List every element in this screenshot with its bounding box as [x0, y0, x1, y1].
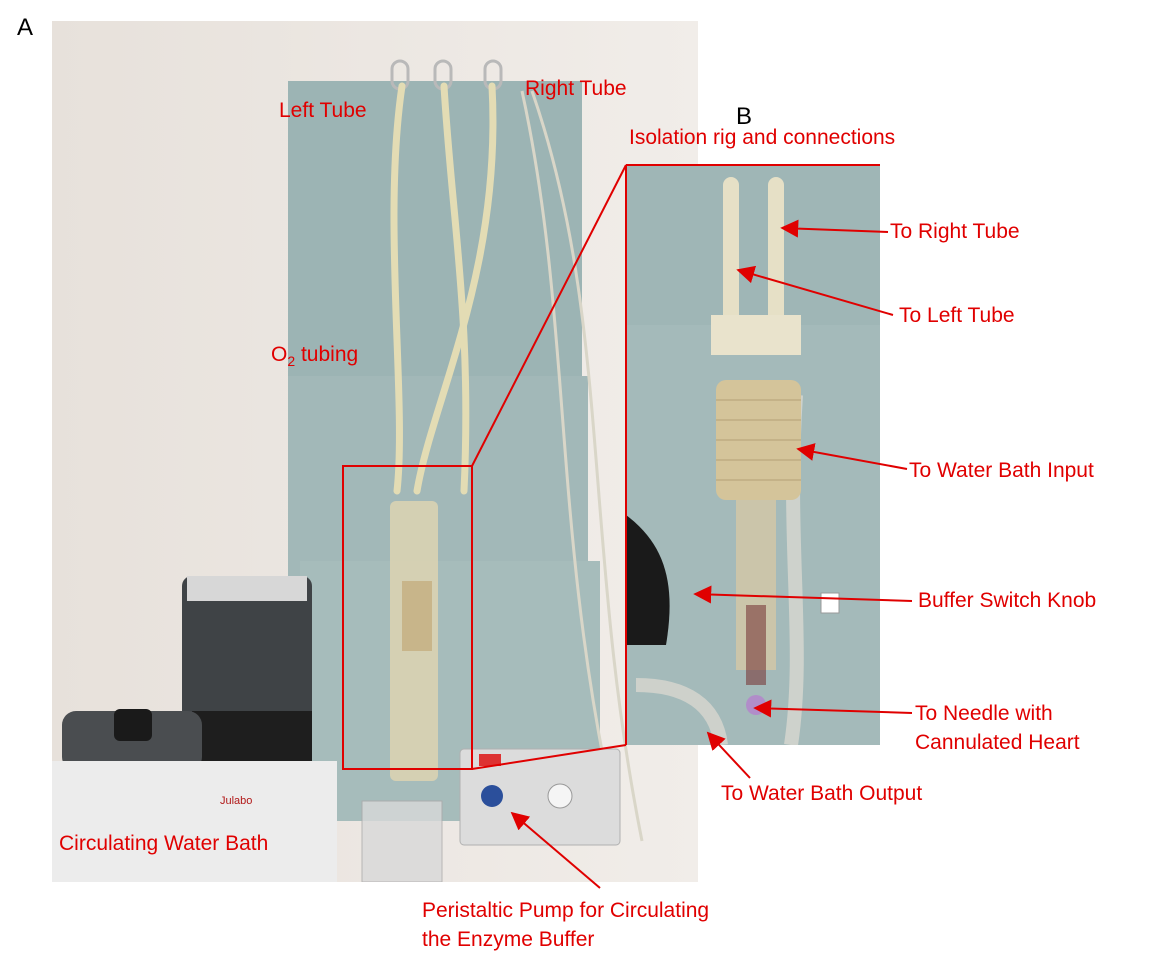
zoom-connector: [711, 315, 801, 355]
brand-logo: Julabo: [220, 795, 252, 807]
zoom-line-top: [471, 164, 627, 467]
heat-coil: [402, 581, 432, 651]
pump-display: [479, 754, 501, 766]
pump-head: [547, 783, 573, 809]
label-to-left-tube: To Left Tube: [899, 304, 1015, 327]
label-to-right-tube: To Right Tube: [890, 220, 1020, 243]
o2-symbol: O: [271, 343, 288, 366]
arrow-needle: [753, 699, 913, 718]
label-pump-line2: the Enzyme Buffer: [422, 928, 595, 951]
arrow-water-bath-output: [706, 731, 751, 779]
upper-drape: [288, 81, 582, 391]
label-to-water-bath-input: To Water Bath Input: [909, 459, 1094, 482]
arrow-pump: [510, 811, 601, 889]
zoom-line-bottom: [471, 744, 627, 770]
water-bath-top: [187, 576, 307, 601]
lid-handle: [114, 709, 152, 741]
rig-photo: Julabo: [52, 21, 698, 882]
isolation-rig-highlight: [342, 465, 473, 770]
label-pump-line1: Peristaltic Pump for Circulating: [422, 899, 710, 922]
label-to-water-bath-output: To Water Bath Output: [721, 782, 923, 805]
panel-b-letter: B: [736, 103, 753, 130]
o2-line: [520, 90, 644, 842]
peristaltic-pump: [459, 748, 621, 846]
water-bath-body: [52, 761, 337, 882]
label-right-tube: Right Tube: [525, 77, 627, 100]
label-buffer-switch-knob: Buffer Switch Knob: [918, 589, 1097, 612]
coil-rings: [716, 399, 801, 481]
tubing: [390, 82, 497, 495]
arrow-left-tube: [736, 265, 894, 316]
label-left-tube: Left Tube: [279, 99, 367, 122]
pump-dial: [481, 785, 503, 807]
label-o2-tubing: O2 tubing: [271, 343, 358, 369]
panel-b-title: Isolation rig and connections: [629, 126, 896, 149]
arrow-water-bath-input: [796, 443, 908, 470]
water-bath-head: [182, 576, 312, 726]
rig-photo-drawing: Julabo: [52, 21, 698, 882]
o2-rest: tubing: [295, 343, 359, 366]
rig-zoom-photo: [626, 165, 880, 745]
zoom-tubes: [723, 177, 784, 323]
panel-a-letter: A: [17, 14, 34, 41]
arrow-buffer-switch: [693, 585, 913, 604]
buffer-chamber: [746, 605, 766, 685]
arrow-right-tube: [780, 219, 889, 238]
rig-zoom-drawing: [626, 165, 880, 745]
label-needle-line1: To Needle with: [915, 702, 1053, 725]
label-circulating-water-bath: Circulating Water Bath: [59, 832, 269, 855]
black-cable: [626, 515, 670, 645]
buffer-container: [361, 800, 443, 882]
label-needle-line2: Cannulated Heart: [915, 731, 1080, 754]
o2-subscript: 2: [287, 353, 296, 370]
